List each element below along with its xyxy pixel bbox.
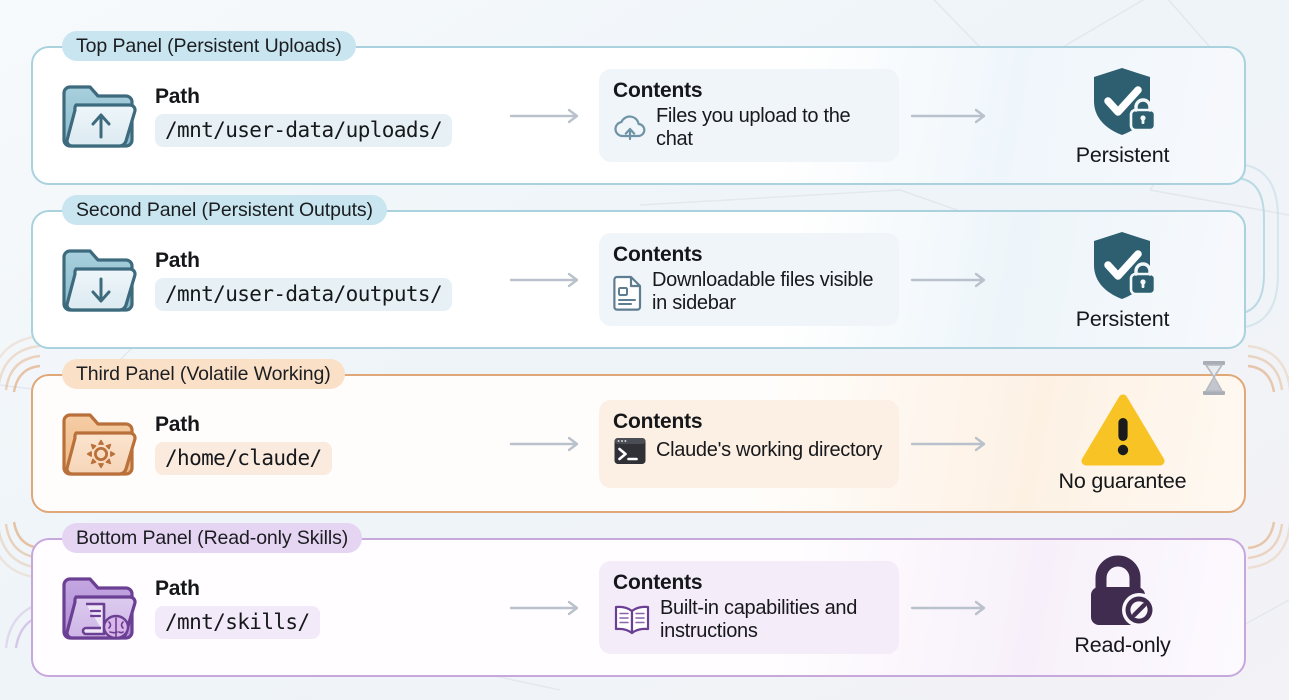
status-block: Persistent (1007, 227, 1238, 332)
status-label: Persistent (1075, 143, 1170, 167)
status-label: Read-only (1074, 633, 1171, 657)
status-label: Persistent (1075, 307, 1170, 331)
arrow-path-to-contents (499, 434, 599, 454)
cloud-upload-icon (613, 113, 647, 143)
path-value[interactable]: /mnt/user-data/uploads/ (155, 113, 452, 147)
contents-label: Contents (613, 242, 703, 266)
arrow-contents-to-status (899, 270, 1007, 290)
status-block: Read-only (1007, 555, 1238, 658)
arrow-contents-to-status (899, 434, 1007, 454)
path-label: Path (155, 248, 200, 272)
document-icon (613, 274, 643, 311)
open-book-icon (613, 604, 651, 636)
contents-text: Claude's working directory (656, 439, 883, 462)
echo-arcs-orange-right-top (1247, 344, 1289, 393)
legend-second-panel: Second Panel (Persistent Outputs) (62, 195, 387, 225)
folder-upload-icon (55, 79, 147, 153)
arrow-contents-to-status (899, 106, 1007, 126)
panel-readonly-skills[interactable]: Path /mnt/skills/ Contents (31, 538, 1246, 677)
legend-third-panel: Third Panel (Volatile Working) (62, 359, 345, 389)
arrow-path-to-contents (499, 270, 599, 290)
arrow-contents-to-status (899, 598, 1007, 618)
panel-persistent-outputs[interactable]: Path /mnt/user-data/outputs/ Contents (31, 210, 1246, 349)
contents-label: Contents (613, 78, 703, 102)
contents-card: Contents Downloadable files visible in s… (599, 232, 899, 327)
panel-persistent-uploads[interactable]: Path /mnt/user-data/uploads/ Contents (31, 46, 1246, 185)
path-label: Path (155, 576, 200, 600)
path-block: Path /mnt/skills/ (147, 577, 499, 639)
folder-download-icon (55, 243, 147, 317)
arrow-path-to-contents (499, 598, 599, 618)
warning-triangle-icon (1081, 393, 1165, 467)
folder-gear-icon (55, 407, 147, 481)
legend-top-panel: Top Panel (Persistent Uploads) (62, 31, 356, 61)
status-block: No guarantee (1007, 361, 1238, 494)
contents-card: Contents Files you upload to the chat (599, 68, 899, 163)
path-label: Path (155, 412, 200, 436)
panel-volatile-working[interactable]: Path /home/claude/ Contents (31, 361, 1246, 513)
contents-label: Contents (613, 409, 703, 433)
arrow-path-to-contents (499, 106, 599, 126)
echo-arcs-orange-right-bottom (1247, 521, 1289, 570)
contents-text: Downloadable files visible in sidebar (652, 268, 874, 314)
path-block: Path /mnt/user-data/uploads/ (147, 85, 499, 147)
legend-bottom-panel: Bottom Panel (Read-only Skills) (62, 523, 363, 553)
lock-blocked-icon (1083, 555, 1163, 631)
status-block: Persistent (1007, 63, 1238, 168)
contents-label: Contents (613, 570, 703, 594)
folder-book-brain-icon (55, 571, 147, 645)
status-label: No guarantee (1058, 469, 1187, 493)
shield-check-lock-icon (1084, 63, 1162, 141)
contents-card: Contents Built-in capabilities and instr… (599, 560, 899, 655)
path-block: Path /mnt/user-data/outputs/ (147, 249, 499, 311)
shield-check-lock-icon (1084, 227, 1162, 305)
path-value[interactable]: /mnt/user-data/outputs/ (155, 277, 452, 311)
terminal-icon (613, 436, 647, 466)
contents-text: Files you upload to the chat (656, 104, 851, 150)
path-label: Path (155, 84, 200, 108)
contents-card: Contents Claude's working di (599, 399, 899, 488)
path-value[interactable]: /mnt/skills/ (155, 605, 320, 639)
contents-text: Built-in capabilities and instructions (660, 596, 858, 642)
path-value[interactable]: /home/claude/ (155, 441, 332, 475)
path-block: Path /home/claude/ (147, 413, 499, 475)
hourglass-icon (1198, 359, 1230, 397)
